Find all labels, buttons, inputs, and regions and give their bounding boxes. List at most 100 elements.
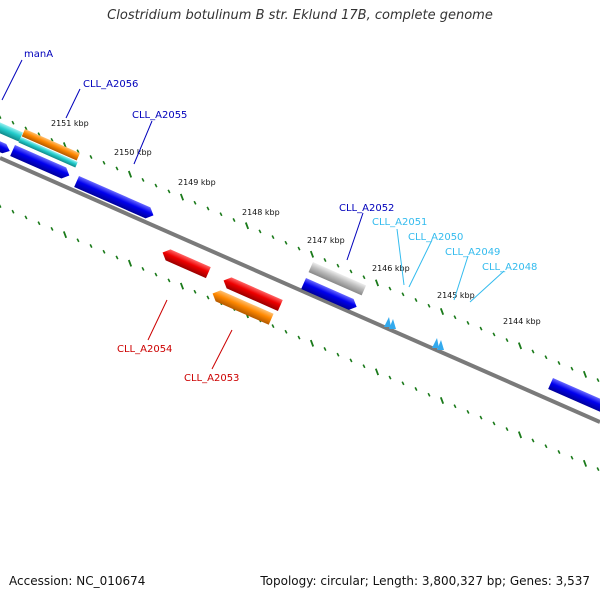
ruler-major-tick	[179, 282, 185, 290]
ruler-minor-tick	[570, 366, 574, 371]
accession-text: Accession: NC_010674	[9, 574, 146, 588]
ruler-label-2144: 2144 kbp	[503, 317, 541, 326]
ruler-minor-tick	[284, 240, 288, 245]
ruler-minor-tick	[115, 255, 119, 260]
ruler-minor-tick	[492, 332, 496, 337]
ruler-major-tick	[374, 368, 380, 376]
gene-label-cll-a2054: CLL_A2054	[117, 344, 172, 355]
callout-lines	[1, 59, 505, 370]
ruler-minor-tick	[271, 324, 275, 329]
ruler-minor-tick	[271, 235, 275, 240]
ruler-minor-tick	[193, 200, 197, 205]
ruler-minor-tick	[388, 375, 392, 380]
ruler-minor-tick	[479, 326, 483, 331]
gene-feature-cyan-bottom	[18, 137, 78, 168]
ruler-minor-tick	[596, 378, 600, 383]
gene-label-cll-a2053: CLL_A2053	[184, 373, 239, 384]
ruler-minor-tick	[89, 155, 93, 159]
ruler-minor-tick	[24, 126, 28, 131]
ruler-major-tick	[439, 307, 445, 316]
ruler-minor-tick	[258, 229, 262, 234]
gene-label-cll-a2051: CLL_A2051	[372, 217, 427, 228]
ruler-label-2150: 2150 kbp	[114, 148, 152, 157]
ruler-major-tick	[517, 342, 523, 350]
ruler-major-tick	[374, 279, 380, 287]
gene-feature-cll-a2054	[162, 249, 211, 279]
ruler-minor-tick	[336, 352, 340, 357]
ruler-minor-tick	[89, 244, 93, 248]
map-title: Clostridium botulinum B str. Eklund 17B,…	[107, 8, 493, 23]
ruler-minor-tick	[219, 212, 223, 217]
ruler-minor-tick	[141, 266, 145, 271]
ruler-major-tick	[517, 431, 523, 439]
ruler-minor-tick	[336, 263, 340, 268]
ruler-minor-tick	[76, 238, 80, 243]
gene-feature-cll-a2052	[308, 262, 367, 296]
ruler-minor-tick	[50, 137, 54, 142]
ruler-minor-tick	[0, 115, 2, 119]
ruler-minor-tick	[544, 444, 548, 449]
ruler-minor-tick	[544, 355, 548, 360]
ruler-minor-tick	[349, 358, 353, 363]
ruler-minor-tick	[466, 320, 470, 325]
ruler-minor-tick	[427, 303, 431, 308]
ruler-label-2149: 2149 kbp	[178, 178, 216, 187]
callout-line-cll-a2054	[147, 299, 168, 341]
ruler-minor-tick	[557, 361, 561, 365]
ruler-minor-tick	[24, 215, 28, 220]
ruler-minor-tick	[479, 415, 483, 420]
gene-label-mana: manA	[24, 49, 53, 60]
ruler-minor-tick	[453, 404, 457, 409]
ruler-minor-tick	[206, 206, 210, 211]
ruler-minor-tick	[349, 269, 353, 274]
ruler-minor-tick	[414, 387, 418, 391]
ruler-minor-tick	[102, 249, 106, 254]
gene-feature-cyan-top	[0, 118, 23, 142]
callout-line-cll-a2049	[453, 255, 469, 301]
ruler-minor-tick	[531, 438, 535, 443]
ruler-minor-tick	[11, 120, 15, 125]
gene-label-cll-a2049: CLL_A2049	[445, 247, 500, 258]
ruler-minor-tick	[466, 409, 470, 414]
ruler-minor-tick	[427, 392, 431, 397]
gene-labels: manA CLL_A2056 CLL_A2055 CLL_A2054 CLL_A…	[24, 49, 537, 384]
gene-features	[0, 118, 600, 414]
ruler-minor-tick	[401, 292, 405, 297]
gene-label-cll-a2048: CLL_A2048	[482, 262, 537, 273]
callout-line-cll-a2052	[346, 212, 364, 261]
ruler-minor-tick	[362, 364, 366, 369]
callout-line-cll-a2050	[408, 239, 433, 288]
ruler-minor-tick	[388, 286, 392, 291]
gene-label-cll-a2050: CLL_A2050	[408, 232, 463, 243]
ruler-major-tick	[309, 250, 315, 258]
ruler-major-tick	[127, 170, 133, 178]
ruler-minor-tick	[401, 381, 405, 386]
ruler-minor-tick	[596, 467, 600, 472]
gene-feature-cll-a2056	[21, 129, 80, 161]
ruler-ticks-inner	[0, 204, 600, 472]
ruler-minor-tick	[167, 278, 171, 283]
ruler-minor-tick	[76, 149, 80, 154]
ruler-major-tick	[439, 396, 445, 405]
ruler-minor-tick	[232, 218, 236, 222]
ruler-major-tick	[582, 459, 588, 467]
ruler-labels: 2151 kbp 2150 kbp 2149 kbp 2148 kbp 2147…	[51, 119, 541, 326]
callout-line-cll-a2051	[396, 228, 405, 286]
ruler-minor-tick	[37, 132, 41, 137]
ruler-minor-tick	[284, 329, 288, 334]
gene-feature-cll-a2052-arrow	[301, 278, 357, 310]
ruler-minor-tick	[141, 177, 145, 182]
ruler-major-tick	[62, 231, 68, 239]
ruler-minor-tick	[115, 166, 119, 171]
ruler-minor-tick	[362, 275, 366, 280]
gene-label-cll-a2055: CLL_A2055	[132, 110, 187, 121]
ruler-minor-tick	[505, 338, 509, 343]
ruler-minor-tick	[557, 450, 561, 454]
ruler-major-tick	[582, 370, 588, 378]
gene-label-cll-a2052: CLL_A2052	[339, 203, 394, 214]
gene-feature-blue-right	[548, 378, 600, 414]
gene-feature-blue-1	[10, 145, 70, 179]
genome-backbone	[0, 156, 600, 424]
ruler-label-2148: 2148 kbp	[242, 208, 280, 217]
